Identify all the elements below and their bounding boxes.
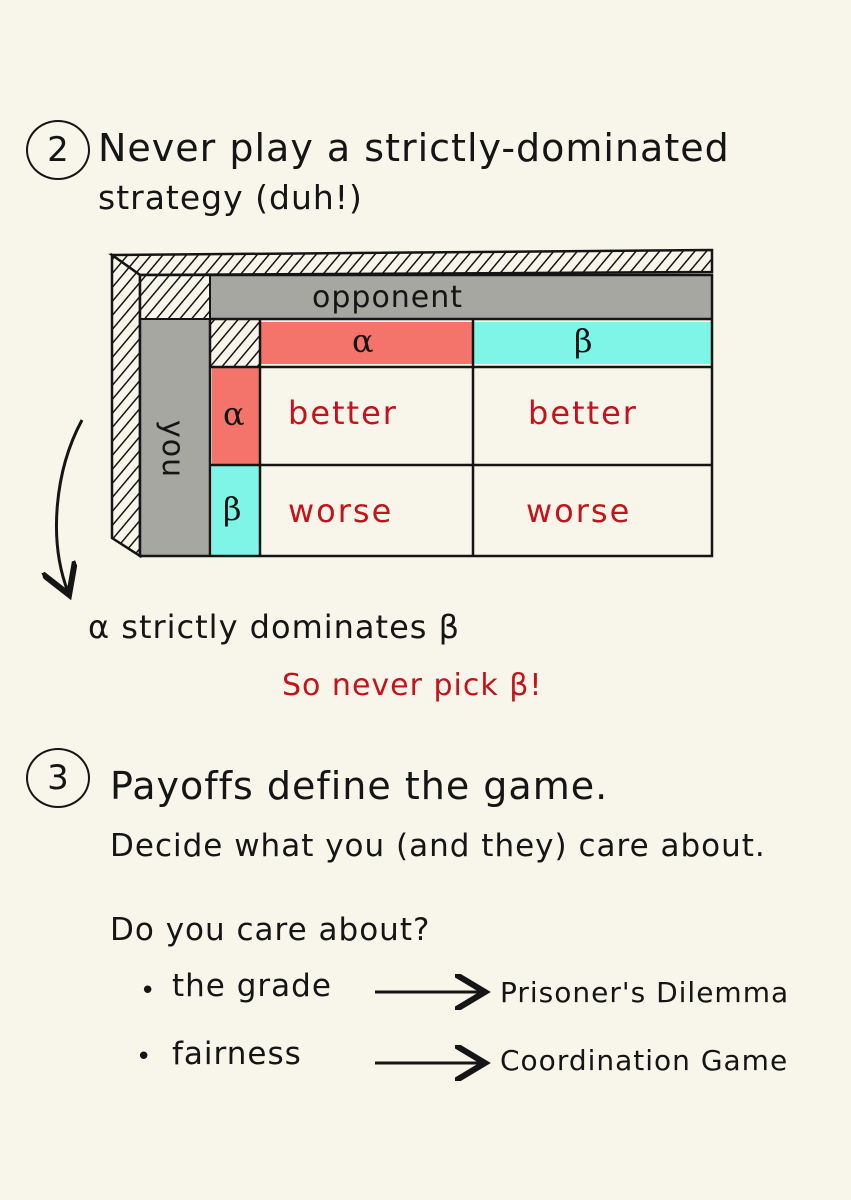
col-header-beta xyxy=(472,322,712,364)
conclusion-advice: So never pick β! xyxy=(282,668,543,703)
grid-lines xyxy=(138,273,714,558)
section-number-2-text: 2 xyxy=(47,130,69,170)
result-grade: Prisoner's Dilemma xyxy=(500,976,790,1009)
cell-beta-beta: worse xyxy=(526,492,632,530)
cell-alpha-alpha: better xyxy=(288,394,398,432)
section-2-title-line1: Never play a strictly-dominated xyxy=(98,126,730,170)
question-text: Do you care about? xyxy=(110,912,431,948)
curved-arrow xyxy=(57,419,84,592)
section-number-3: 3 xyxy=(26,748,90,808)
col-header-alpha xyxy=(260,322,472,364)
result-fairness: Coordination Game xyxy=(500,1044,789,1077)
section-number-2: 2 xyxy=(26,120,90,180)
cell-beta-alpha: worse xyxy=(288,492,394,530)
row-strategy-beta: β xyxy=(223,490,242,528)
row-header-beta xyxy=(212,466,260,556)
cell-alpha-beta: better xyxy=(528,394,638,432)
inner-corner-hatch xyxy=(209,318,261,368)
option-fairness: fairness xyxy=(172,1036,302,1072)
opponent-label: opponent xyxy=(312,280,464,315)
you-label: you xyxy=(155,420,190,479)
col-strategy-beta: β xyxy=(574,322,593,360)
bullet-fairness: • xyxy=(136,1042,152,1072)
row-strategy-alpha: α xyxy=(223,395,245,433)
col-strategy-alpha: α xyxy=(352,322,374,360)
section-number-3-text: 3 xyxy=(47,758,69,798)
box-top-bevel xyxy=(108,248,714,277)
corner-hatch xyxy=(139,274,211,320)
bullet-grade: • xyxy=(140,976,156,1006)
section-3-title-line1: Payoffs define the game. xyxy=(110,764,609,808)
box-left-bevel xyxy=(110,252,142,559)
conclusion-statement: α strictly dominates β xyxy=(88,608,461,646)
row-header-alpha xyxy=(212,367,260,464)
section-3-title-line2: Decide what you (and they) care about. xyxy=(110,828,766,864)
option-grade: the grade xyxy=(172,968,332,1004)
section-2-title-line2: strategy (duh!) xyxy=(98,178,363,217)
